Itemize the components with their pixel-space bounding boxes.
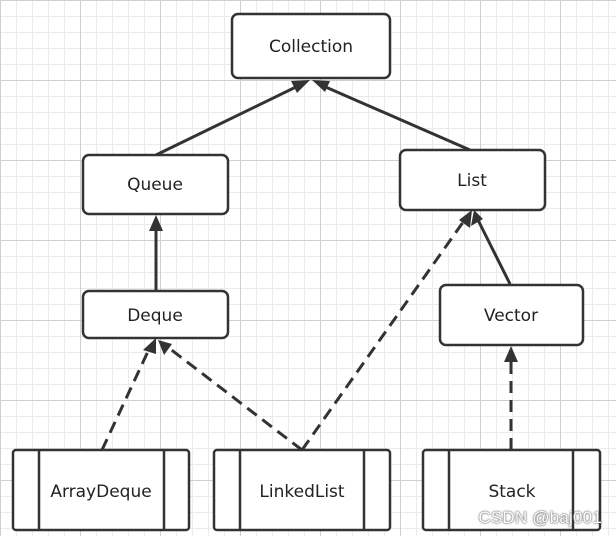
node-list: List <box>398 148 547 212</box>
arrowhead-vector <box>504 346 518 362</box>
arrowhead-deque-left <box>143 338 156 354</box>
edge-vector-to-list <box>475 217 512 285</box>
arrowhead-list-dashed <box>459 210 472 228</box>
arrowhead-collection-left <box>291 80 310 93</box>
edge-list-to-collection <box>320 83 471 152</box>
watermark: CSDN @baj001 <box>478 508 602 527</box>
edges <box>100 83 513 452</box>
node-arraydeque: ArrayDeque <box>11 448 191 532</box>
node-stack-label: Stack <box>488 482 535 502</box>
arrowhead-queue <box>149 215 163 231</box>
arrowhead-list-solid <box>471 210 483 226</box>
node-vector: Vector <box>438 283 585 347</box>
arrowheads <box>143 80 518 362</box>
arrowhead-collection-right <box>312 80 330 92</box>
edge-linkedlist-to-list <box>300 217 468 451</box>
edge-arraydeque-to-deque <box>100 344 153 451</box>
node-collection: Collection <box>230 12 392 80</box>
node-collection-label: Collection <box>269 37 353 57</box>
node-linkedlist: LinkedList <box>212 448 392 532</box>
edge-queue-to-collection <box>155 83 301 157</box>
node-linkedlist-label: LinkedList <box>259 482 345 502</box>
node-vector-label: Vector <box>484 306 538 326</box>
node-deque-label: Deque <box>127 306 183 326</box>
arrowhead-deque-right <box>158 340 172 355</box>
node-queue: Queue <box>81 153 230 216</box>
node-queue-label: Queue <box>127 175 183 195</box>
node-deque: Deque <box>81 289 230 340</box>
edge-linkedlist-to-deque <box>164 343 303 452</box>
node-stack: Stack <box>421 448 602 532</box>
node-arraydeque-label: ArrayDeque <box>50 482 151 502</box>
node-list-label: List <box>457 171 487 191</box>
